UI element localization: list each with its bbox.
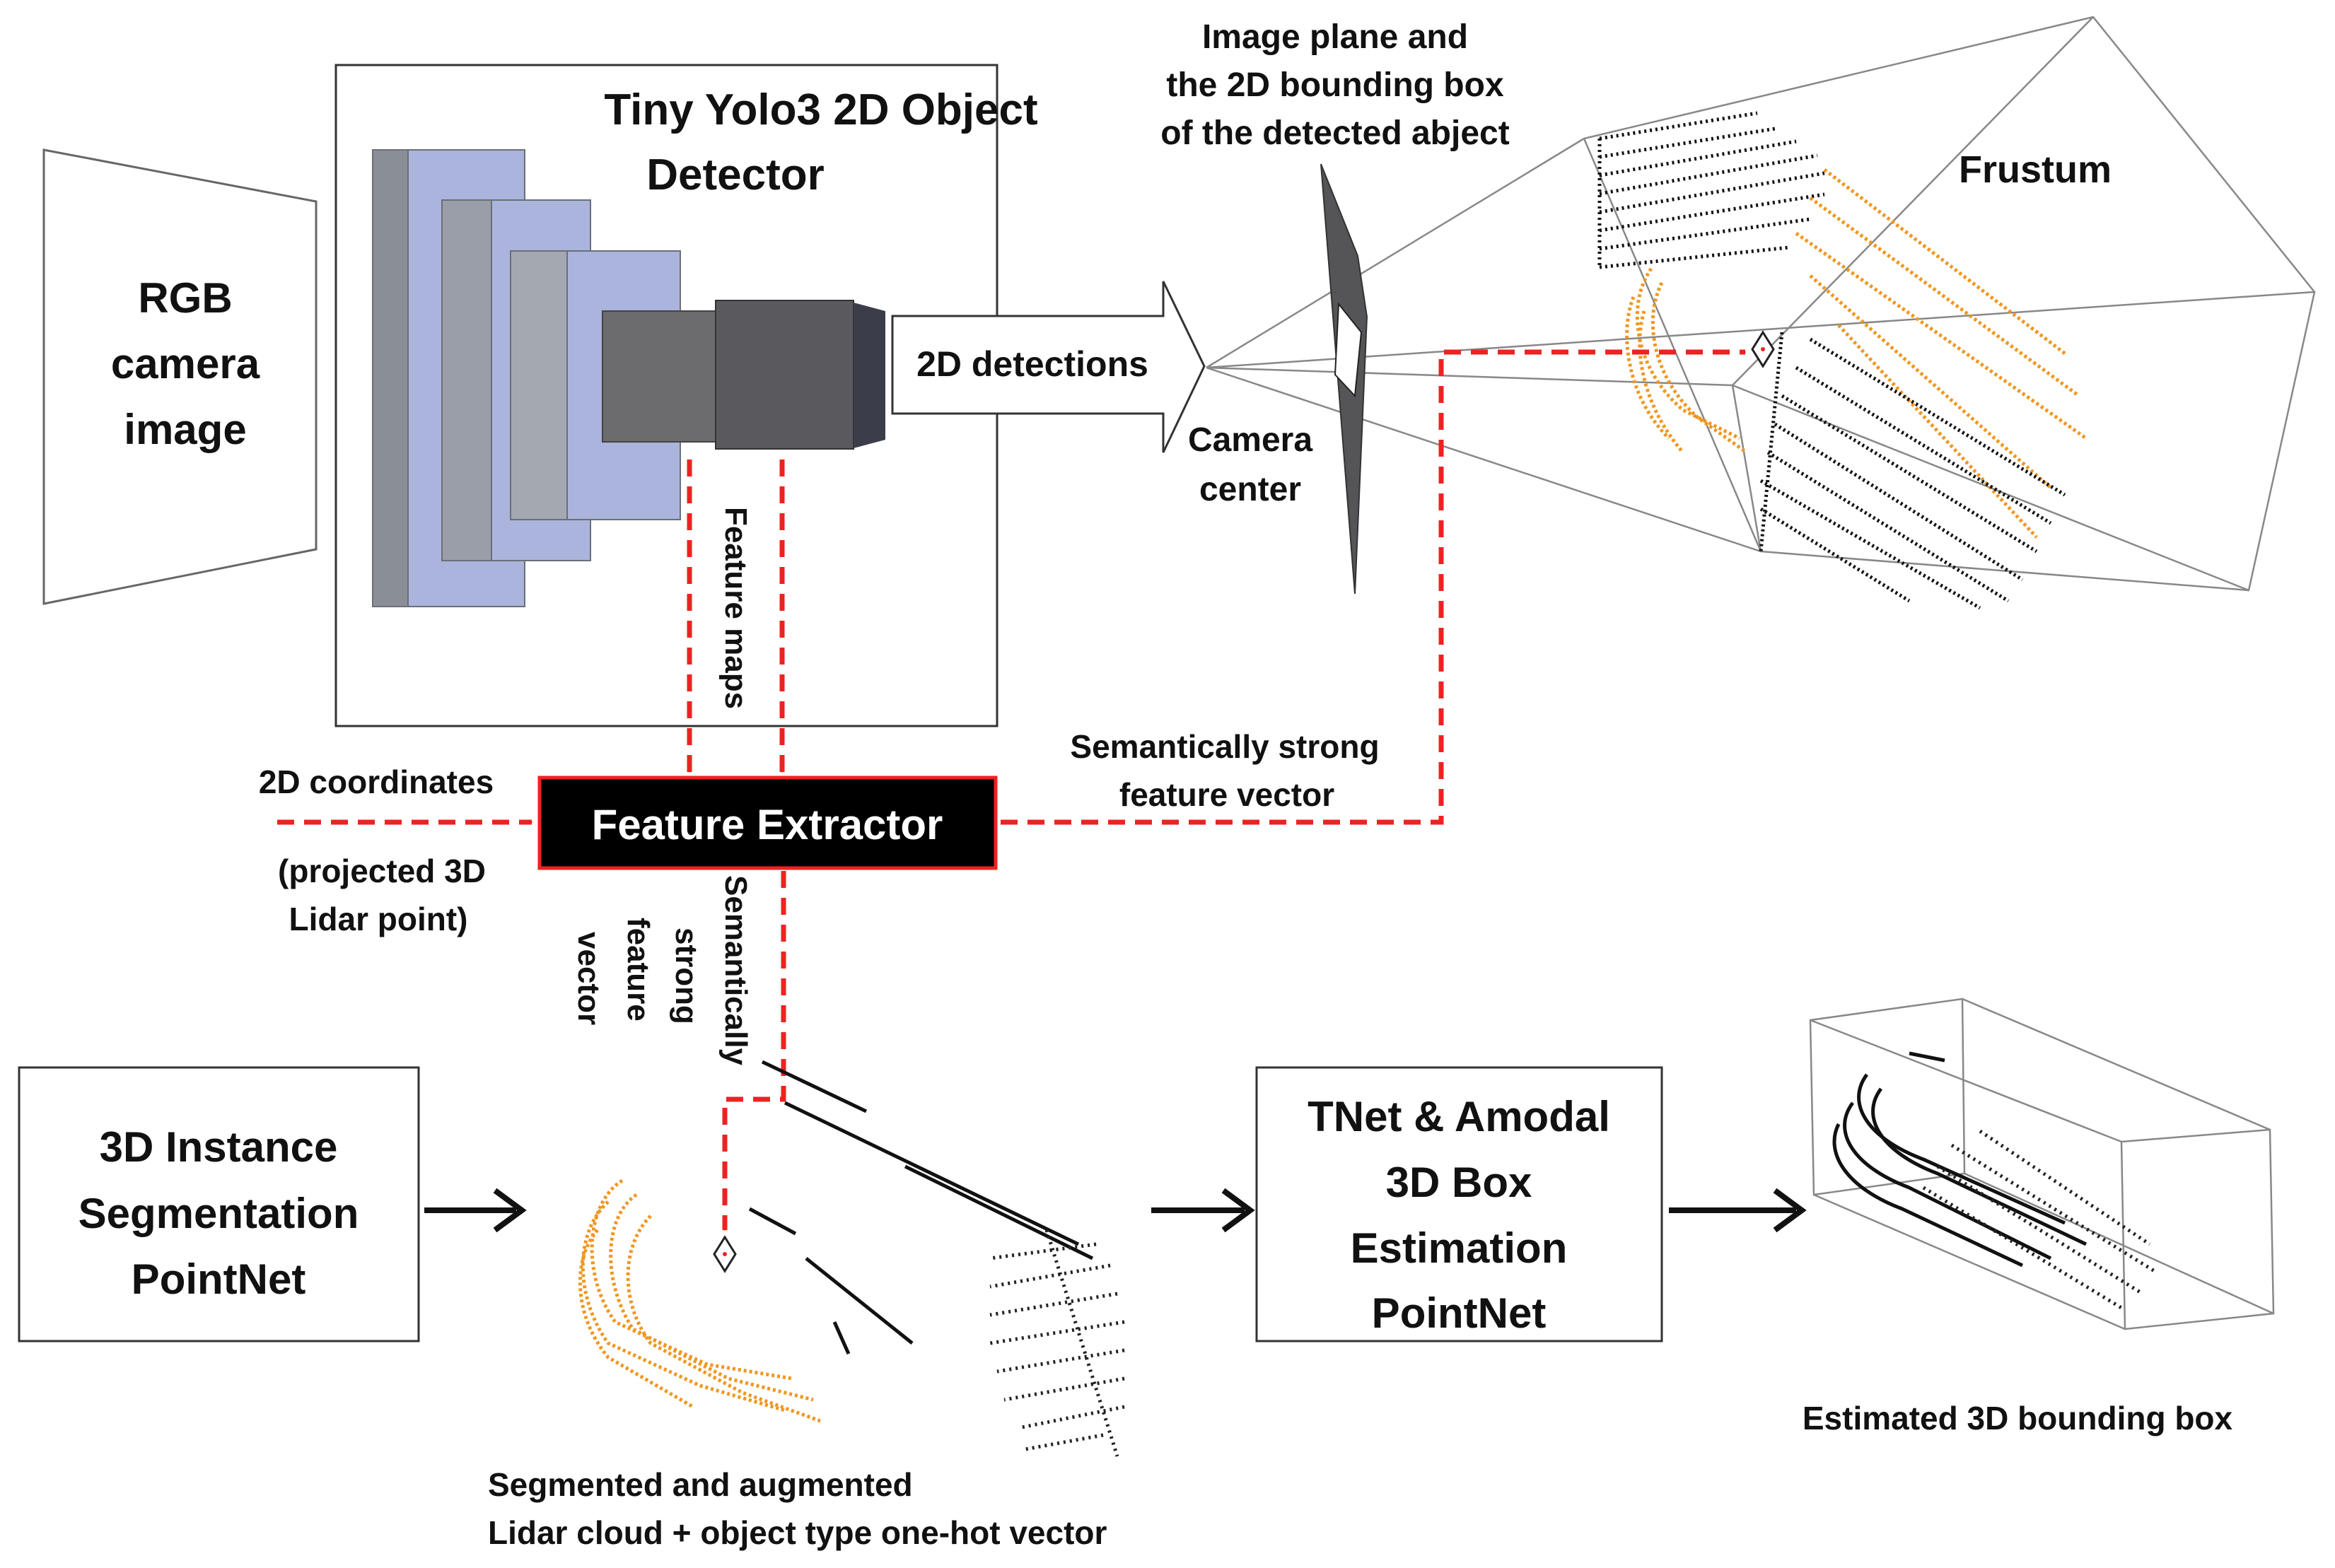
tnet-line1: TNet & Amodal — [1308, 1093, 1610, 1140]
segmented-lidar-black-dots — [989, 1229, 1125, 1457]
image-plane-line2: the 2D bounding box — [1166, 66, 1504, 104]
segmented-caption-line1: Segmented and augmented — [488, 1466, 913, 1503]
frustum-wireframe — [1206, 16, 2316, 592]
red-dashed-arrows — [277, 349, 1745, 1230]
yolo-title-line2: Detector — [646, 151, 825, 199]
segmented-caption-line2: Lidar cloud + object type one-hot vector — [488, 1514, 1107, 1551]
detections-label: 2D detections — [916, 344, 1148, 384]
estimated-caption: Estimated 3D bounding box — [1803, 1400, 2233, 1437]
yolo-title-line1: Tiny Yolo3 2D Object — [604, 86, 1037, 134]
rgb-camera-label-line3: image — [124, 406, 246, 453]
segmented-target-marker — [713, 1235, 737, 1273]
frustum-lidar-black-bottom — [1759, 332, 2066, 610]
frustum-target-marker — [1751, 330, 1775, 368]
semantic-down-arrow — [722, 871, 786, 1230]
tnet-line3: Estimation — [1351, 1224, 1568, 1272]
estimated-box-lidar-dots — [1922, 1129, 2158, 1310]
segmentation-line3: PointNet — [132, 1256, 306, 1303]
semantic-down-line4: vector — [571, 932, 606, 1025]
image-plane-shape — [1320, 163, 1368, 595]
black-arrows — [424, 1188, 1807, 1233]
frustum-lidar-black-top — [1597, 111, 1825, 269]
image-plane-line1: Image plane and — [1202, 18, 1468, 56]
semantic-down-line3: feature — [621, 918, 656, 1022]
segmentation-box: 3D Instance Segmentation PointNet — [18, 1066, 420, 1342]
rgb-camera-image-panel: RGB camera image — [42, 148, 318, 605]
frustum-lidar-orange — [1625, 168, 2087, 539]
feature-extractor-label: Feature Extractor — [592, 801, 943, 848]
coords-input-label: 2D coordinates — [259, 763, 494, 800]
tnet-line4: PointNet — [1372, 1289, 1547, 1337]
rgb-camera-label-line1: RGB — [138, 274, 232, 322]
camera-center-line2: center — [1199, 471, 1301, 508]
coords-input-sub-line2: Lidar point) — [289, 901, 468, 937]
semantic-right-arrow — [1001, 349, 1745, 825]
segmented-lidar-black — [748, 1060, 1094, 1355]
semantic-right-line2: feature vector — [1119, 776, 1334, 813]
semantic-down-line1: Semantically — [718, 875, 753, 1066]
feature-extractor-box: Feature Extractor — [537, 776, 998, 870]
rgb-camera-label-line2: camera — [111, 340, 260, 387]
detections-arrow: 2D detections — [891, 281, 1206, 453]
segmented-lidar-orange — [578, 1178, 821, 1423]
camera-center-line1: Camera — [1188, 421, 1312, 459]
coords-input-sub-line1: (projected 3D — [278, 853, 486, 889]
estimated-box-lidar — [1832, 1051, 2087, 1268]
image-plane-line3: of the detected abject — [1160, 115, 1509, 152]
segmentation-line1: 3D Instance — [100, 1123, 338, 1171]
semantic-right-line1: Semantically strong — [1070, 728, 1379, 765]
cnn-layer-stack — [372, 149, 885, 607]
feature-maps-label: Feature maps — [718, 507, 753, 709]
estimated-box-wireframe — [1809, 997, 2275, 1330]
segmentation-line2: Segmentation — [78, 1190, 359, 1237]
frustum-label: Frustum — [1959, 148, 2112, 191]
tnet-box: TNet & Amodal 3D Box Estimation PointNet — [1255, 1066, 1663, 1342]
tnet-line2: 3D Box — [1386, 1159, 1532, 1206]
semantic-down-line2: strong — [669, 928, 704, 1024]
